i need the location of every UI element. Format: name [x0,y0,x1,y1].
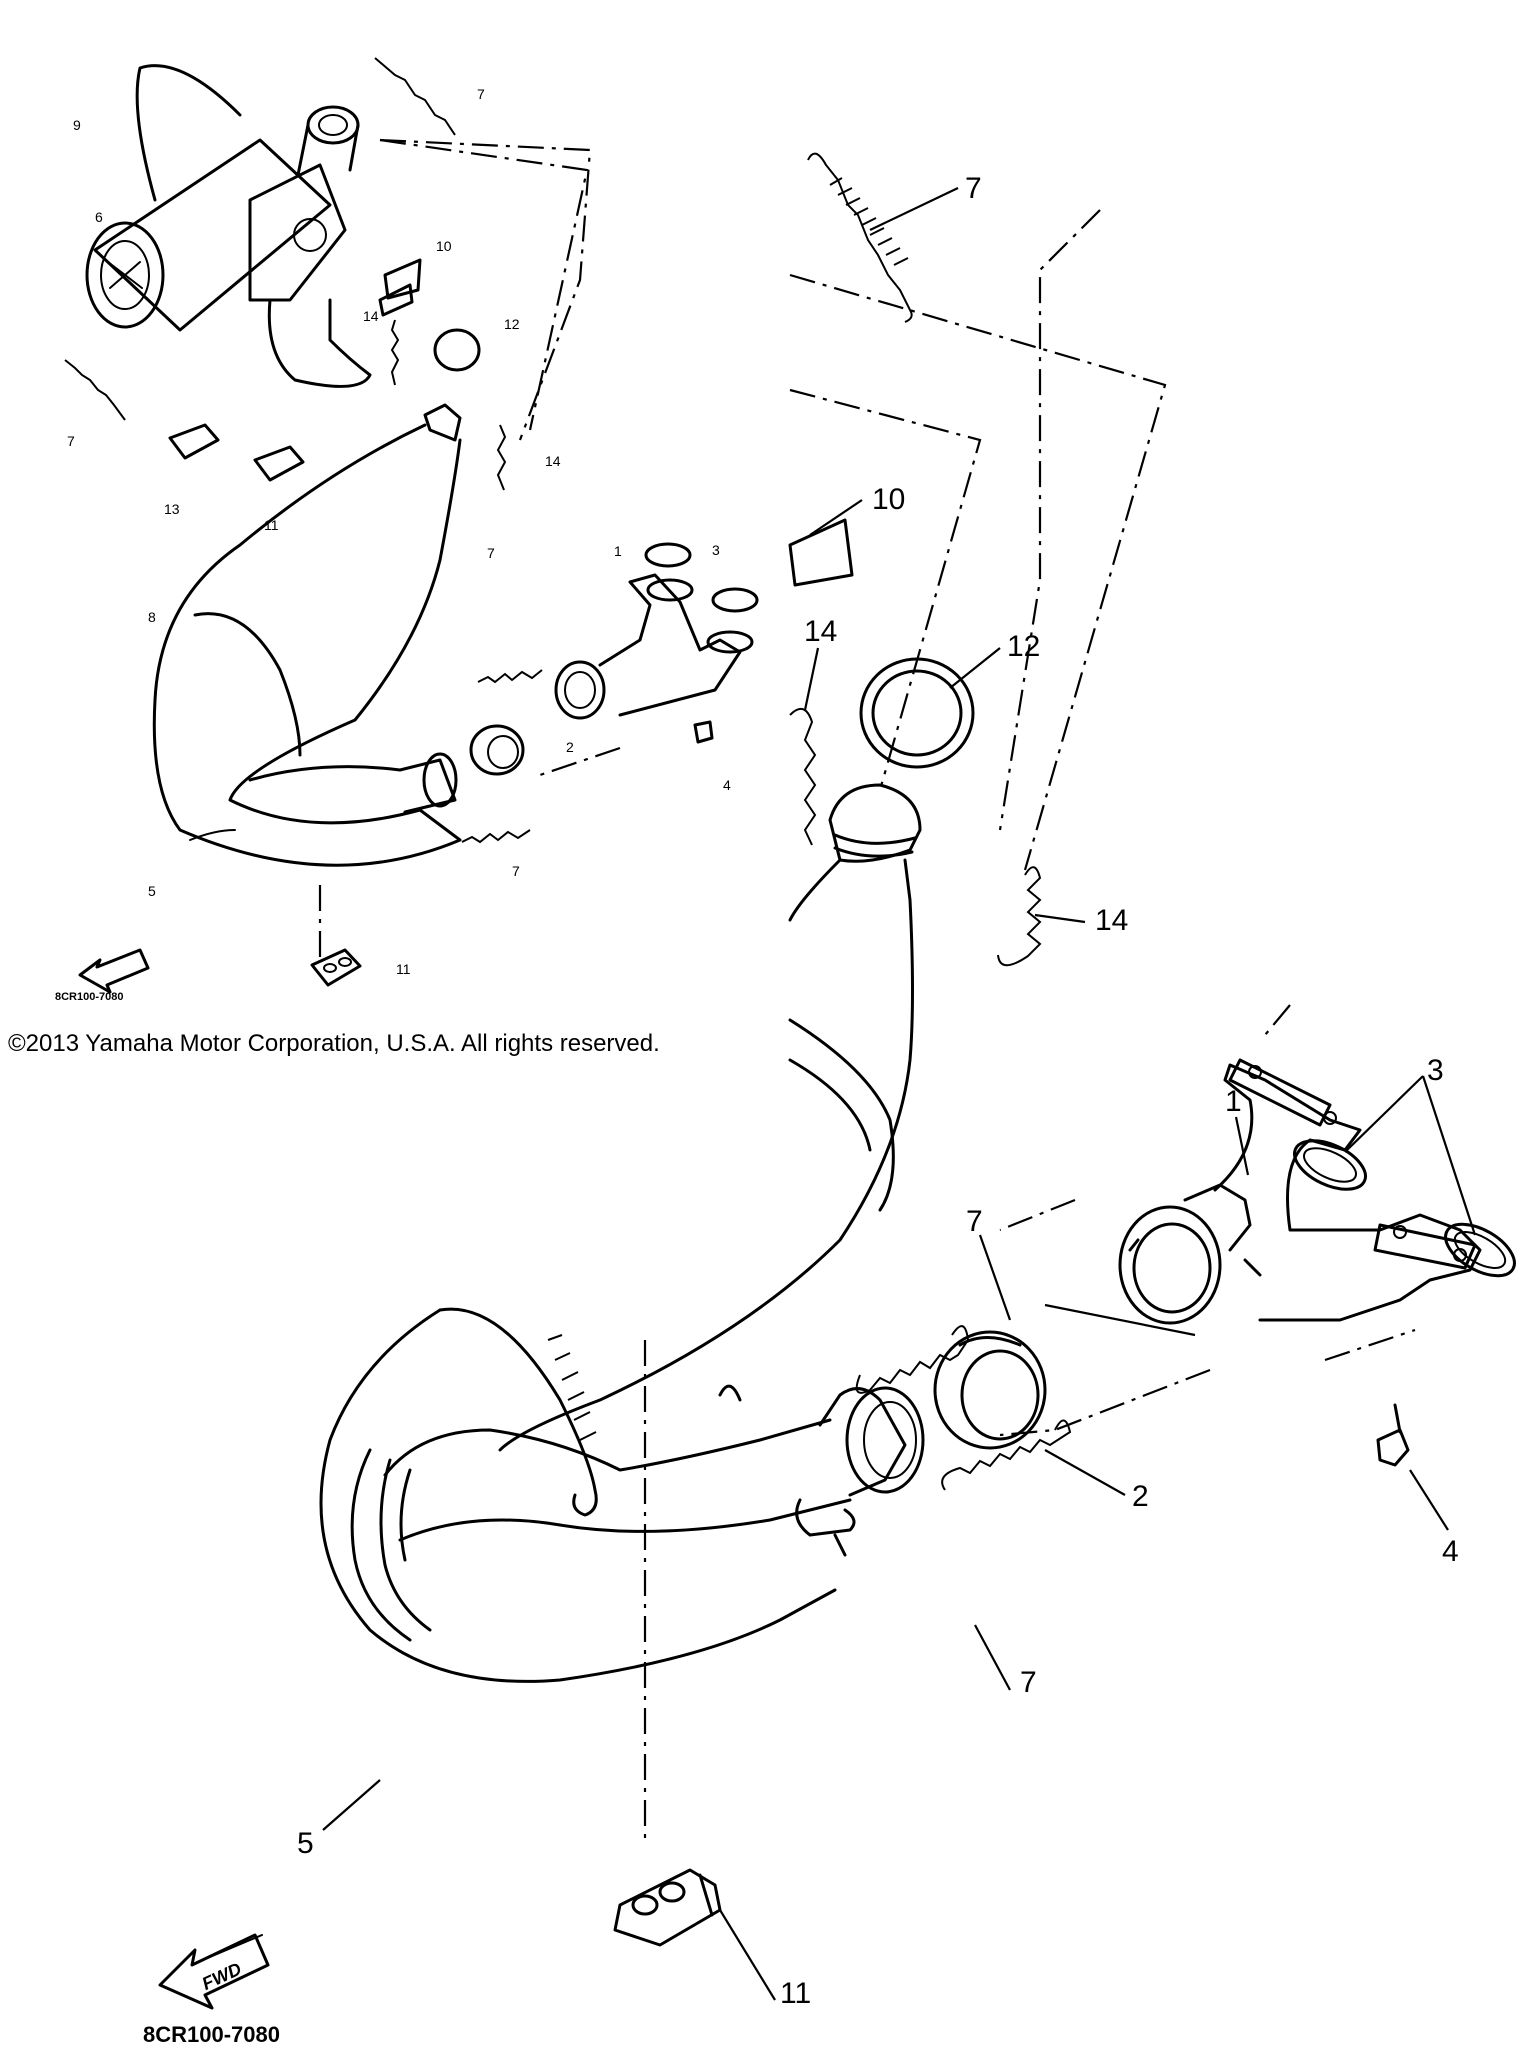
svg-text:7: 7 [512,863,520,879]
manifold-1 [1118,1058,1482,1325]
svg-text:4: 4 [1442,1535,1459,1568]
spring-14-right [997,866,1042,967]
rubber-band-8 [438,1307,598,1517]
overview-diagram: 9 6 7 10 12 14 14 7 13 11 8 7 1 3 2 4 7 … [55,57,759,1003]
svg-text:7: 7 [965,172,982,205]
svg-text:7: 7 [67,433,75,449]
joint-2 [933,1330,1047,1450]
copyright-notice: ©2013 Yamaha Motor Corporation, U.S.A. A… [8,1030,660,1057]
svg-text:7: 7 [487,545,495,561]
svg-text:12: 12 [1007,630,1040,663]
svg-text:1: 1 [1225,1085,1242,1118]
spring-14-left [789,707,817,846]
diagram-code: 8CR100-7080 [143,2022,280,2047]
svg-text:14: 14 [804,615,837,648]
svg-text:7: 7 [477,86,485,102]
svg-text:14: 14 [545,453,561,469]
overview-fwd-arrow [78,948,150,994]
svg-text:1: 1 [614,543,622,559]
svg-text:12: 12 [504,316,520,332]
svg-text:11: 11 [396,961,411,977]
fwd-arrow-icon: FWD [158,1933,270,2010]
overview-band-9 [135,64,242,202]
svg-text:10: 10 [436,238,452,254]
svg-text:3: 3 [712,542,720,558]
leader-lines [322,187,1477,2001]
spring-7-lower [941,1419,1072,1491]
overview-callouts: 9 6 7 10 12 14 14 7 13 11 8 7 1 3 2 4 7 … [67,86,731,977]
svg-text:11: 11 [264,517,279,533]
overview-silencer [85,105,422,388]
svg-text:9: 9 [73,117,81,133]
svg-text:8CR100-7080: 8CR100-7080 [55,991,124,1003]
svg-text:6: 6 [95,209,103,225]
overview-expansion-chamber [152,403,462,867]
svg-text:5: 5 [148,883,156,899]
svg-text:5: 5 [297,1827,314,1860]
main-callouts: 7 10 12 14 14 1 3 7 2 4 7 5 11 [297,172,1459,2010]
svg-text:8: 8 [148,609,156,625]
svg-text:11: 11 [780,1977,811,2010]
svg-text:3: 3 [1427,1054,1444,1087]
svg-text:13: 13 [164,501,180,517]
svg-text:14: 14 [1095,904,1128,937]
svg-text:4: 4 [723,777,731,793]
main-diagram: 7 10 12 14 14 1 3 7 2 4 7 5 11 FWD [158,152,1516,2010]
expansion-chamber-5 [319,783,925,1683]
overview-manifold [554,573,754,720]
gasket-3 [1293,1139,1516,1278]
svg-text:2: 2 [1132,1480,1149,1513]
svg-text:7: 7 [966,1205,983,1238]
spring-7-top [807,152,913,323]
gasket-12 [859,657,975,769]
bolt-4 [1376,1403,1410,1467]
label-10 [788,518,854,587]
svg-text:14: 14 [363,308,379,324]
svg-text:2: 2 [566,739,574,755]
svg-text:10: 10 [872,483,905,516]
svg-text:7: 7 [1020,1666,1037,1699]
bracket-11 [613,1868,722,1947]
spring-7-middle [855,1325,970,1394]
